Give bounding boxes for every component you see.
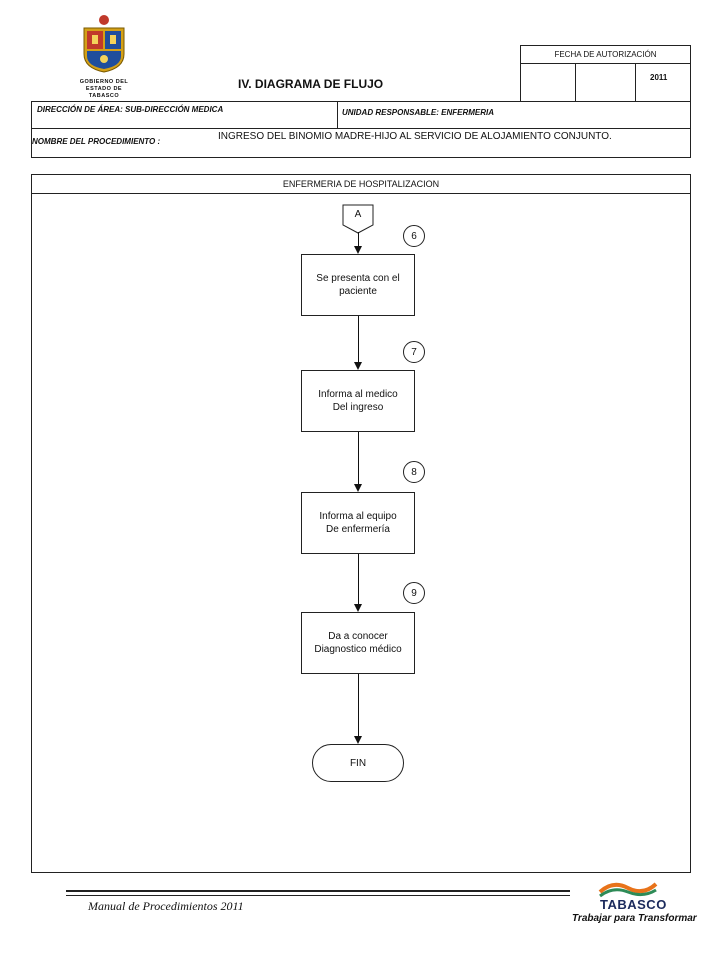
coat-of-arms-logo: GOBIERNO DEL ESTADO DE TABASCO bbox=[78, 14, 130, 104]
header-info-box: DIRECCIÓN DE ÁREA: SUB-DIRECCIÓN MEDICA … bbox=[31, 101, 691, 158]
flow-line bbox=[358, 432, 359, 484]
offpage-connector: A bbox=[342, 204, 374, 234]
flow-line bbox=[358, 674, 359, 736]
process-step-9: Da a conocer Diagnostico médico bbox=[301, 612, 415, 674]
direccion-label: DIRECCIÓN DE ÁREA: SUB-DIRECCIÓN MEDICA bbox=[37, 105, 224, 114]
arrowhead bbox=[354, 246, 362, 254]
header-row-divider bbox=[32, 128, 690, 129]
flow-line bbox=[358, 232, 359, 246]
arrowhead bbox=[354, 604, 362, 612]
step-number-7: 7 bbox=[403, 341, 425, 363]
step-number-6: 6 bbox=[403, 225, 425, 247]
brand-slogan: Trabajar para Transformar bbox=[572, 913, 697, 924]
brand-name: TABASCO bbox=[600, 897, 667, 912]
tabasco-brand-logo: TABASCO Trabajar para Transformar bbox=[572, 878, 697, 928]
fecha-year: 2011 bbox=[650, 73, 668, 82]
end-terminator: FIN bbox=[312, 744, 404, 782]
step-number-8: 8 bbox=[403, 461, 425, 483]
process-step-8: Informa al equipo De enfermería bbox=[301, 492, 415, 554]
procedimiento-value: INGRESO DEL BINOMIO MADRE-HIJO AL SERVIC… bbox=[218, 131, 612, 142]
connector-label: A bbox=[354, 208, 362, 220]
flow-line bbox=[358, 316, 359, 362]
procedimiento-label: NOMBRE DEL PROCEDIMIENTO : bbox=[32, 137, 161, 146]
footer-rule bbox=[66, 890, 570, 896]
process-step-7: Informa al medico Del ingreso bbox=[301, 370, 415, 432]
arrowhead bbox=[354, 736, 362, 744]
swimlane: ENFERMERIA DE HOSPITALIZACION bbox=[31, 174, 691, 873]
logo-line-3: TABASCO bbox=[88, 93, 120, 99]
unidad-label: UNIDAD RESPONSABLE: ENFERMERIA bbox=[342, 108, 495, 117]
page-title: IV. DIAGRAMA DE FLUJO bbox=[238, 77, 384, 91]
logo-line-1: GOBIERNO DEL bbox=[79, 79, 129, 85]
fecha-divider-1 bbox=[575, 63, 576, 101]
manual-title: Manual de Procedimientos 2011 bbox=[88, 899, 244, 913]
arrowhead bbox=[354, 362, 362, 370]
fecha-autorizacion-box: FECHA DE AUTORIZACIÓN 2011 bbox=[520, 45, 691, 102]
fecha-label: FECHA DE AUTORIZACIÓN bbox=[521, 46, 690, 64]
step-number-9: 9 bbox=[403, 582, 425, 604]
flow-line bbox=[358, 554, 359, 604]
logo-line-2: ESTADO DE bbox=[85, 86, 123, 92]
header-col-divider bbox=[337, 102, 338, 128]
swimlane-title: ENFERMERIA DE HOSPITALIZACION bbox=[32, 175, 690, 194]
process-step-6: Se presenta con el paciente bbox=[301, 254, 415, 316]
fecha-divider-2 bbox=[635, 63, 636, 101]
arrowhead bbox=[354, 484, 362, 492]
